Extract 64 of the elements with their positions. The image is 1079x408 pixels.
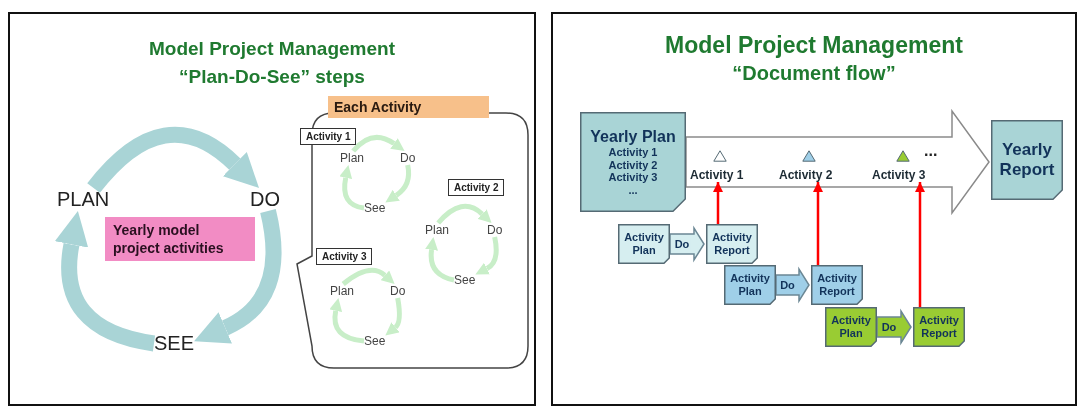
curved-arrow <box>351 134 405 153</box>
document-title: Activity Report <box>711 231 753 257</box>
arrow <box>915 182 925 307</box>
slide-subtitle: “Plan-Do-See” steps <box>179 66 365 88</box>
document-shape <box>913 307 965 347</box>
milestone-label: Activity 2 <box>779 168 833 182</box>
step-label: Do <box>390 284 406 298</box>
curved-arrow <box>194 209 282 343</box>
curved-arrow <box>329 297 365 344</box>
step-label: PLAN <box>57 188 110 211</box>
edge-label: Do <box>880 321 898 333</box>
ellipsis-text: ... <box>924 142 938 160</box>
step-label: See <box>454 273 476 287</box>
step-label: Do <box>400 151 416 165</box>
slide-subtitle: “Document flow” <box>732 62 896 85</box>
slide-title: Model Project Management <box>665 32 963 59</box>
step-label: Plan <box>425 223 450 237</box>
document-shape <box>706 224 758 264</box>
document-shape <box>991 120 1063 200</box>
step-label: Plan <box>330 284 355 298</box>
document-shape <box>580 112 686 212</box>
curved-arrow <box>436 203 493 225</box>
slide-title: Model Project Management <box>149 38 395 60</box>
activity-box: Activity 2 <box>448 179 505 196</box>
document-title: Activity Plan <box>623 231 665 257</box>
step-label: SEE <box>154 332 195 355</box>
step-label: See <box>364 334 386 348</box>
activity-box: Activity 1 <box>300 128 357 145</box>
curved-arrow <box>385 164 412 203</box>
arrow <box>813 182 823 265</box>
step-label: Do <box>487 223 503 237</box>
document-shape <box>724 265 776 305</box>
group-header: Each Activity <box>328 96 489 118</box>
document-item: Activity 3 <box>607 171 659 184</box>
document-title: Yearly Plan <box>589 127 677 146</box>
document-title: Activity Report <box>816 272 858 298</box>
step-label: See <box>364 201 386 215</box>
document-shape <box>618 224 670 264</box>
block-arrow <box>685 108 990 216</box>
curved-arrow <box>386 297 402 337</box>
curved-arrow <box>87 126 261 194</box>
curved-arrow <box>54 210 156 352</box>
document-title: Activity Report <box>918 314 960 340</box>
document-item: Activity 2 <box>607 158 659 172</box>
activity-box: Activity 3 <box>316 248 373 265</box>
edge-label: Do <box>673 238 691 250</box>
curved-arrow <box>341 267 396 286</box>
document-shape <box>825 307 877 347</box>
step-label: Plan <box>340 151 365 165</box>
curved-arrow <box>425 236 455 283</box>
document-shape <box>811 265 863 305</box>
document-title: Activity Plan <box>830 314 872 340</box>
document-title: Yearly Report <box>998 140 1056 180</box>
document-title: Activity Plan <box>729 272 771 298</box>
arrow <box>713 182 723 224</box>
highlight-box: Yearly model project activities <box>105 217 255 261</box>
document-item: ... <box>627 183 639 197</box>
milestone-label: Activity 1 <box>690 168 744 182</box>
step-label: DO <box>250 188 280 211</box>
slide-frame <box>8 12 536 406</box>
document-item: Activity 1 <box>607 145 659 159</box>
curved-arrow <box>475 236 499 276</box>
edge-label: Do <box>779 279 796 291</box>
milestone-label: Activity 3 <box>872 168 926 182</box>
